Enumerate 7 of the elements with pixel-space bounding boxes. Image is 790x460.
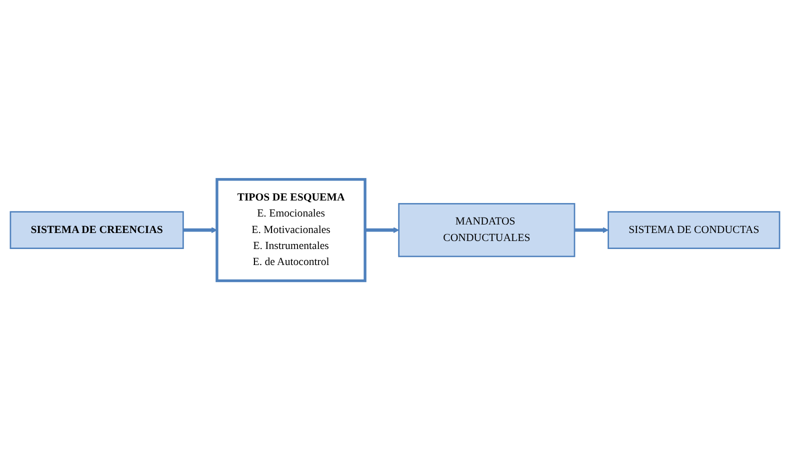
arrow xyxy=(365,227,400,233)
arrow xyxy=(574,227,609,233)
node-box: TIPOS DE ESQUEMA E. Emocionales E. Motivacionales E. Instrumentales E. de Autocontrol xyxy=(216,178,366,282)
node-box: SISTEMA DE CREENCIAS xyxy=(10,211,184,249)
node-box: MANDATOS CONDUCTUALES xyxy=(398,202,576,258)
node-box: SISTEMA DE CONDUCTAS xyxy=(608,211,780,249)
arrow xyxy=(183,227,218,233)
